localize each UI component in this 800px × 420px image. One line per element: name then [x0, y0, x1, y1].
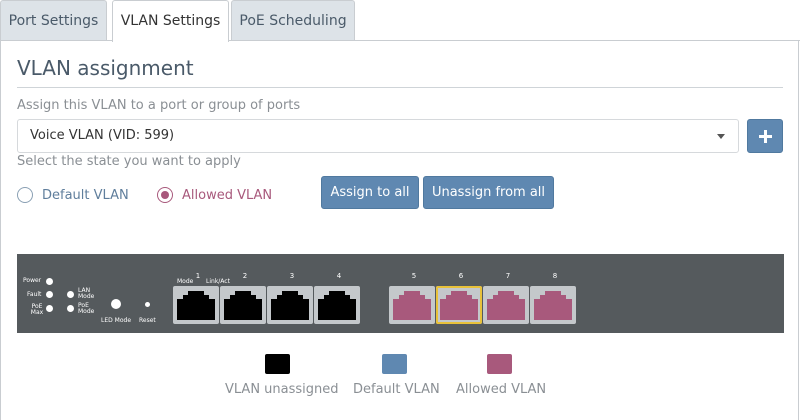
- power-led-icon: [46, 278, 53, 285]
- power-led-label: Power: [23, 277, 42, 284]
- ethernet-port-icon: [393, 291, 431, 320]
- legend-label-allowed: Allowed VLAN: [456, 382, 547, 397]
- poe-max-led-icon: [46, 305, 53, 312]
- state-label: Select the state you want to apply: [17, 154, 241, 169]
- radio-allowed-vlan-label[interactable]: Allowed VLAN: [182, 188, 273, 203]
- lan-mode-led-label: LAN Mode: [78, 287, 95, 300]
- legend-label-unassigned: VLAN unassigned: [225, 382, 339, 397]
- legend-swatch-allowed: [487, 354, 512, 374]
- port-number-label: 2: [242, 272, 248, 280]
- port-6[interactable]: [436, 286, 482, 324]
- section-divider: [17, 87, 783, 88]
- vlan-select-value: Voice VLAN (VID: 599): [30, 128, 175, 143]
- tab-port-settings[interactable]: Port Settings: [0, 0, 107, 41]
- vlan-select[interactable]: Voice VLAN (VID: 599): [17, 119, 739, 153]
- radio-default-vlan-label[interactable]: Default VLAN: [42, 188, 129, 203]
- port-7[interactable]: [483, 286, 529, 324]
- port-number-label: 8: [552, 272, 558, 280]
- section-title: VLAN assignment: [17, 56, 194, 80]
- port-1[interactable]: [173, 286, 219, 324]
- poe-mode-led-label: PoE Mode: [78, 302, 95, 315]
- switch-front-panel: Power Fault PoE Max LAN Mode PoE Mode LE…: [17, 254, 784, 333]
- radio-allowed-vlan[interactable]: [157, 187, 173, 203]
- port-8[interactable]: [530, 286, 576, 324]
- caret-down-icon: [717, 134, 725, 139]
- fault-led-label: Fault: [27, 291, 42, 298]
- port-number-label: 6: [458, 272, 464, 280]
- ethernet-port-icon: [177, 291, 215, 320]
- port-number-label: 5: [411, 272, 417, 280]
- port-number-label: 7: [505, 272, 511, 280]
- add-vlan-button[interactable]: [747, 119, 783, 153]
- lan-mode-led-icon: [67, 291, 74, 298]
- radio-default-vlan[interactable]: [17, 187, 33, 203]
- tab-vlan-settings[interactable]: VLAN Settings: [112, 0, 229, 42]
- port-number-label: 1: [195, 272, 201, 280]
- ethernet-port-icon: [271, 291, 309, 320]
- reset-button[interactable]: [145, 302, 150, 307]
- legend-swatch-default: [382, 354, 407, 374]
- ethernet-port-icon: [487, 291, 525, 320]
- led-mode-button[interactable]: [111, 299, 121, 309]
- ethernet-port-icon: [534, 291, 572, 320]
- panel-border-left: [0, 40, 1, 420]
- ethernet-port-icon: [318, 291, 356, 320]
- legend-label-default: Default VLAN: [353, 382, 440, 397]
- mode-label: Mode: [177, 278, 194, 285]
- port-number-label: 4: [336, 272, 342, 280]
- link-act-label: Link/Act: [206, 278, 230, 285]
- tab-poe-scheduling[interactable]: PoE Scheduling: [231, 0, 355, 41]
- port-number-label: 3: [289, 272, 295, 280]
- panel-border-right: [798, 40, 799, 420]
- assign-label: Assign this VLAN to a port or group of p…: [17, 98, 301, 113]
- tab-divider: [0, 40, 800, 41]
- led-mode-label: LED Mode: [101, 317, 132, 324]
- legend-swatch-unassigned: [265, 354, 290, 374]
- port-5[interactable]: [389, 286, 435, 324]
- port-3[interactable]: [267, 286, 313, 324]
- tab-bar: Port Settings VLAN Settings PoE Scheduli…: [0, 0, 800, 42]
- poe-max-led-label: PoE Max: [30, 303, 44, 316]
- ethernet-port-icon: [224, 291, 262, 320]
- unassign-from-all-button[interactable]: Unassign from all: [423, 176, 554, 209]
- reset-label: Reset: [139, 317, 156, 324]
- poe-mode-led-icon: [67, 305, 74, 312]
- ethernet-port-icon: [440, 291, 478, 320]
- fault-led-icon: [46, 291, 53, 298]
- port-4[interactable]: [314, 286, 360, 324]
- port-2[interactable]: [220, 286, 266, 324]
- assign-to-all-button[interactable]: Assign to all: [321, 176, 419, 209]
- radio-selected-dot: [161, 191, 169, 199]
